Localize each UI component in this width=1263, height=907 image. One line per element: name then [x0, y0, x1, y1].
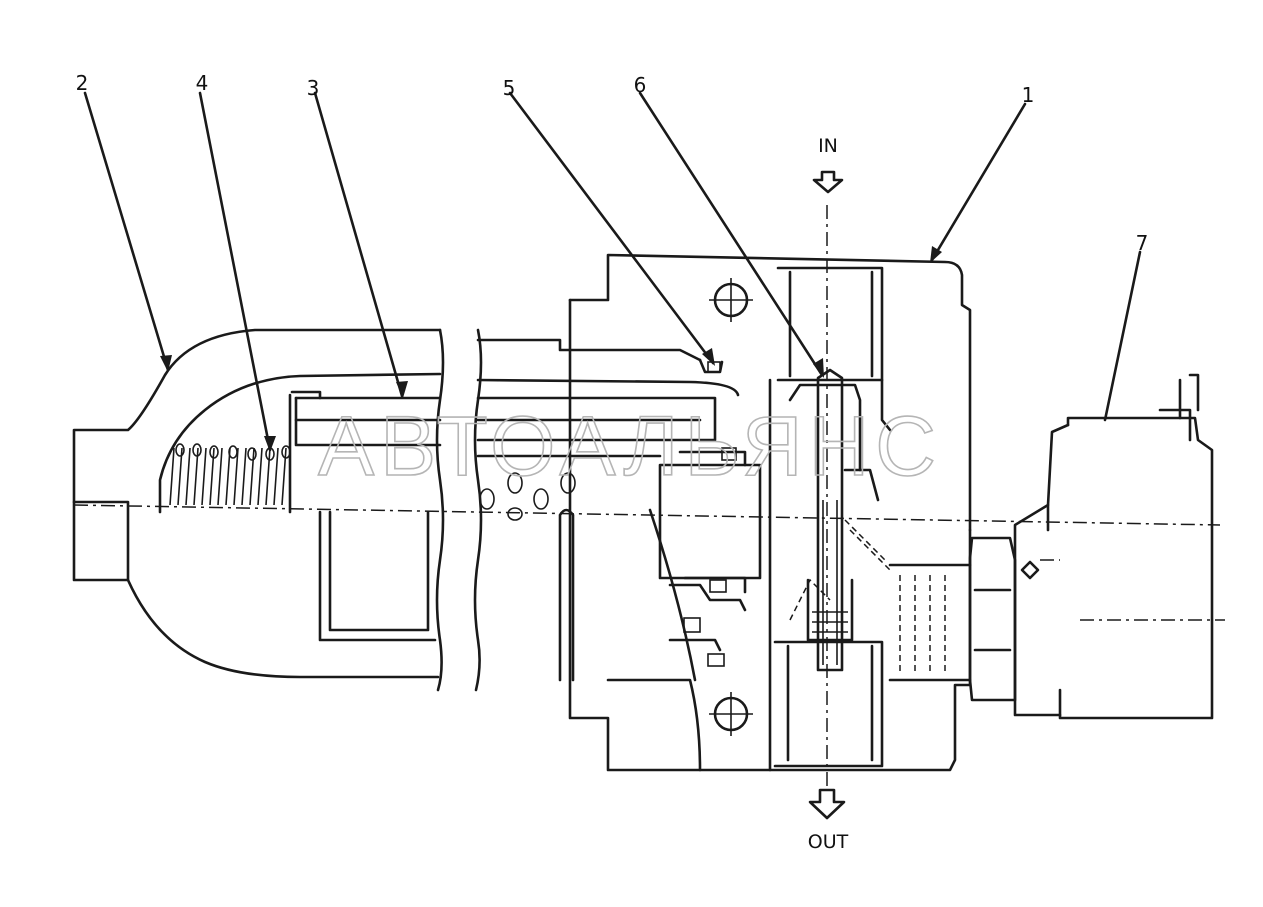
callout-4: 4 [196, 71, 209, 95]
leader-lines [83, 91, 1142, 452]
center-lines [73, 205, 1225, 790]
housing-left [72, 328, 442, 679]
callout-7: 7 [1136, 231, 1149, 255]
watermark: АВТОАЛЬЯНС [318, 399, 942, 493]
callout-5: 5 [503, 76, 516, 100]
flow-in-arrow [812, 170, 844, 194]
callout-1: 1 [1022, 83, 1035, 107]
check-valve-stem [788, 368, 891, 672]
spring [169, 443, 291, 506]
flow-out-label: OUT [808, 831, 849, 853]
leader-arrowheads [160, 246, 942, 452]
callout-2: 2 [76, 71, 89, 95]
break-lines [435, 328, 702, 692]
valve-body [568, 253, 972, 772]
flow-in-label: IN [818, 135, 838, 157]
callout-3: 3 [307, 76, 320, 100]
oil-passages [479, 472, 576, 682]
spool-and-seals [658, 358, 762, 667]
callout-6: 6 [634, 73, 647, 97]
flow-out-arrow [808, 788, 846, 820]
solenoid-actuator [888, 373, 1214, 720]
